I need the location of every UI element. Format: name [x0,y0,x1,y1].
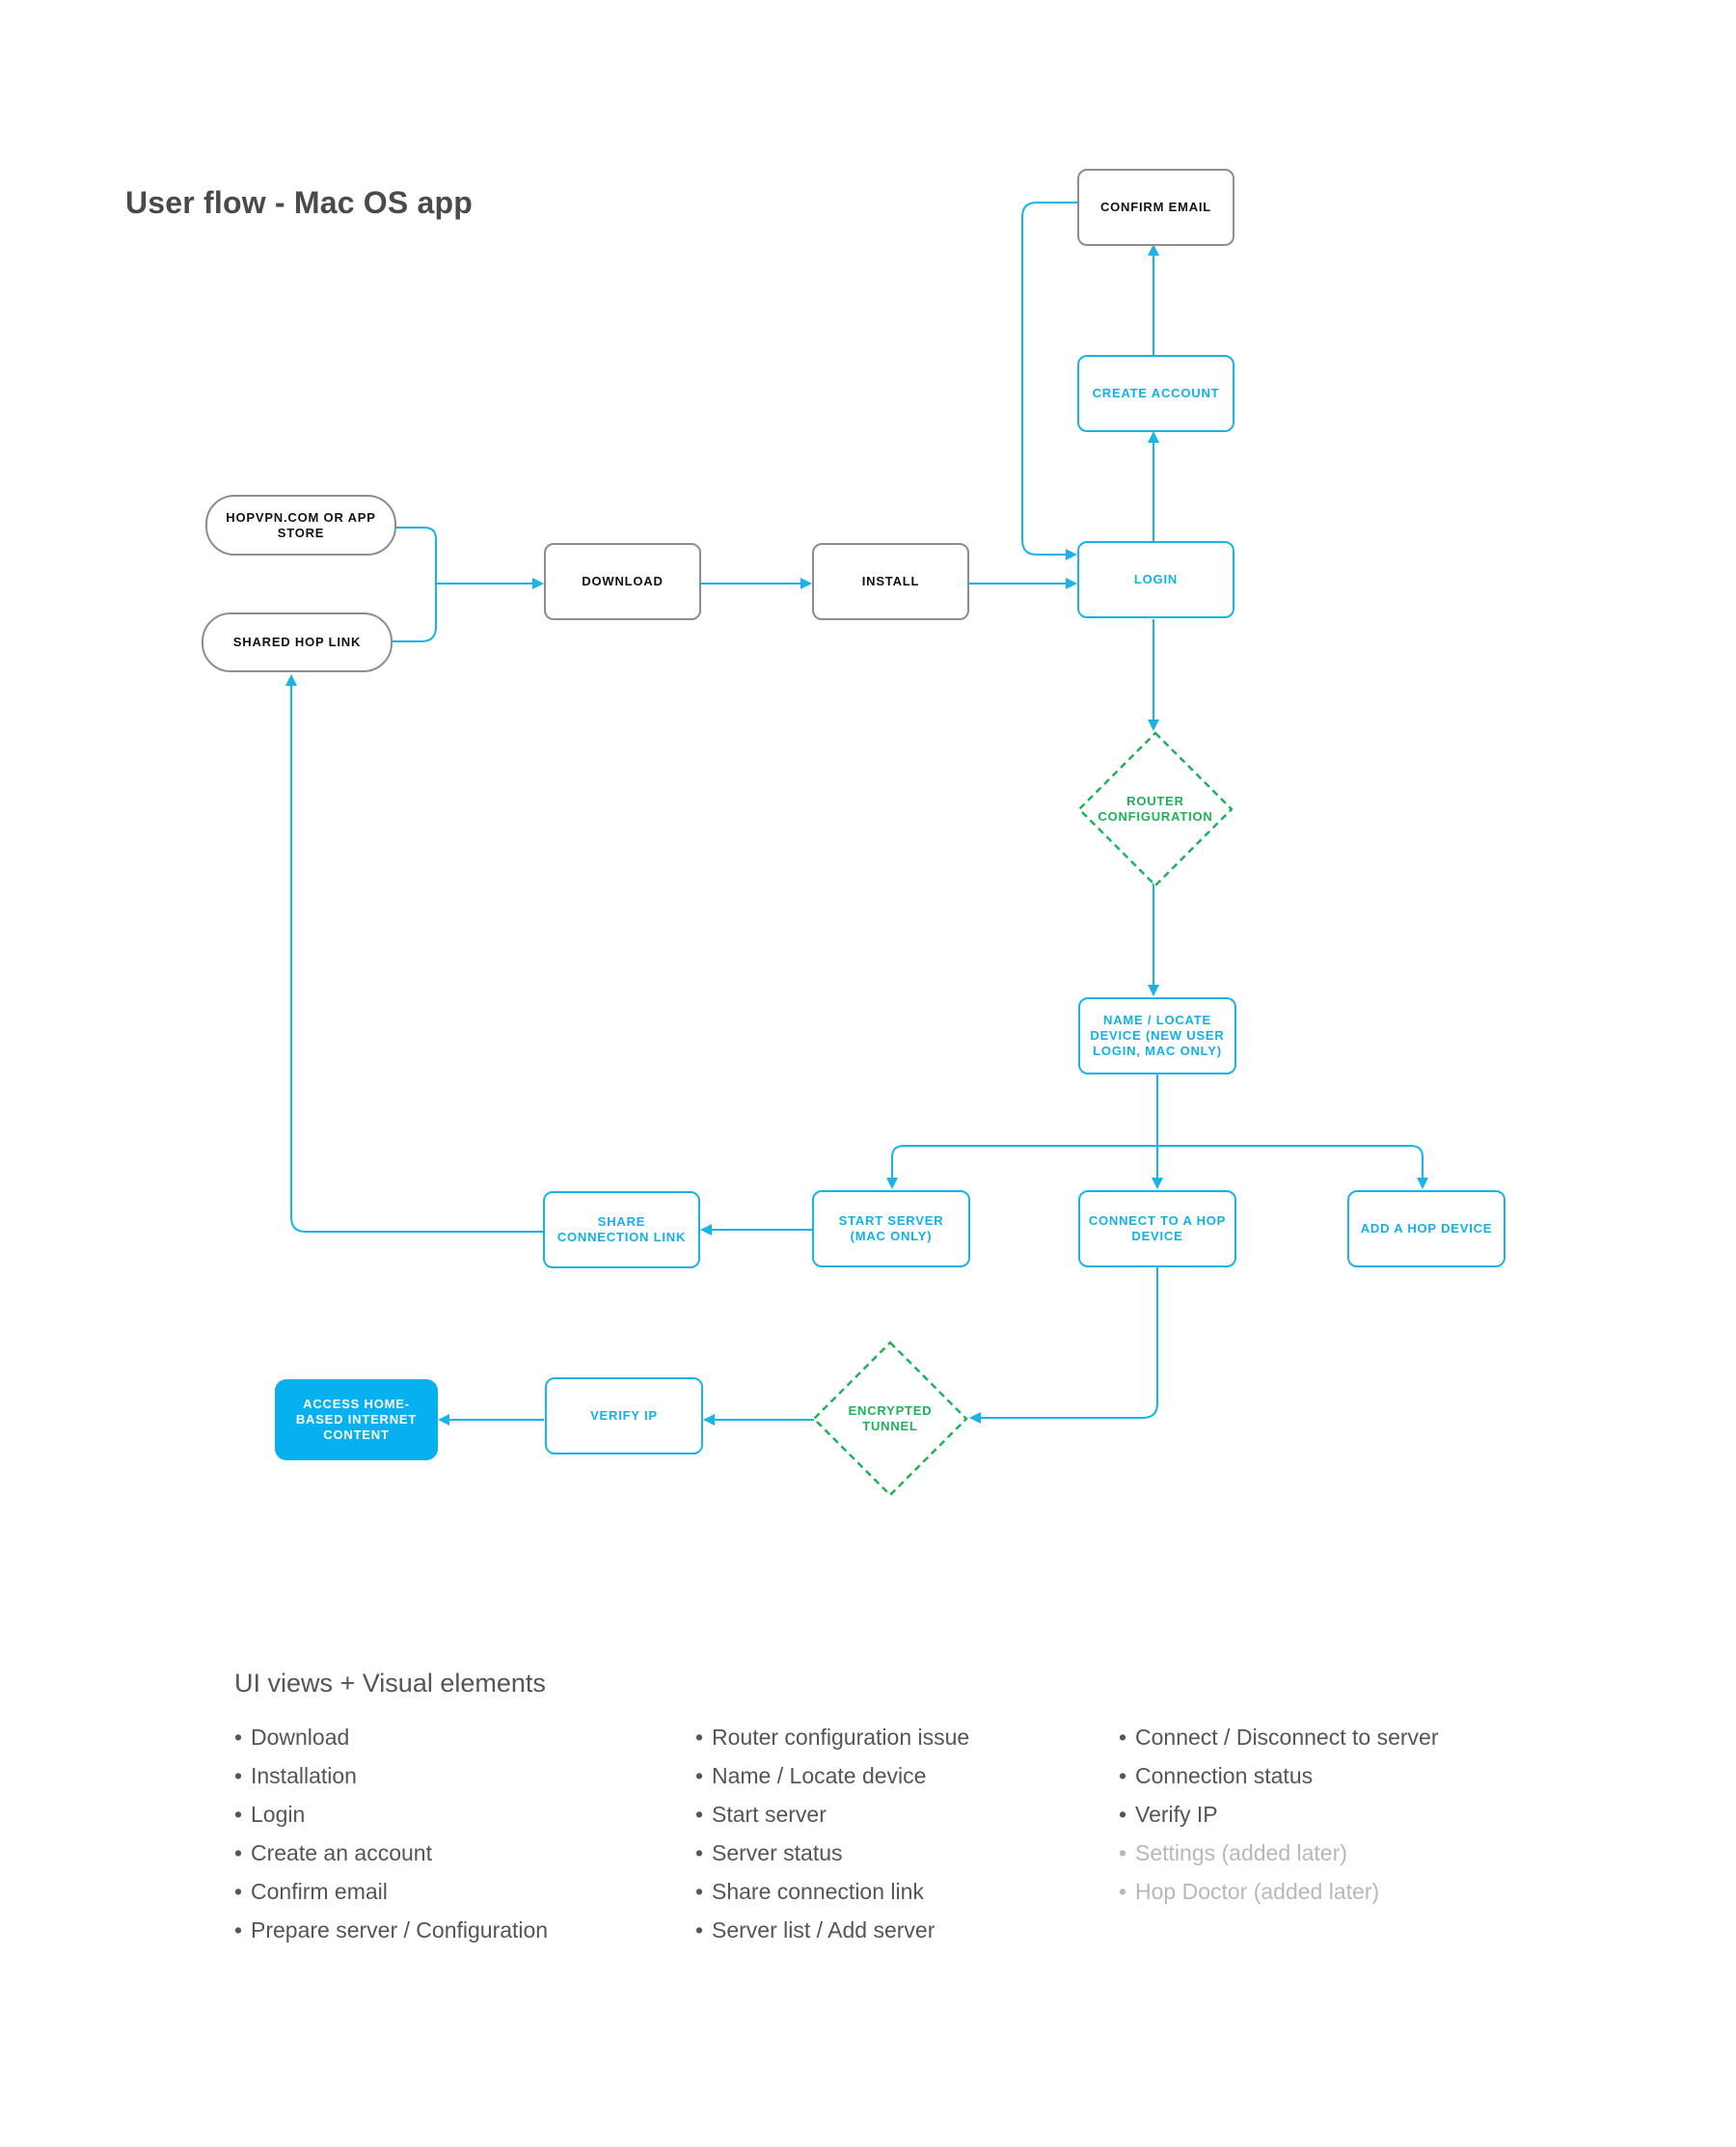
node-add-hop-device: ADD A HOP DEVICE [1347,1190,1505,1267]
bullet: • [234,1840,243,1865]
diamond-encrypted-tunnel [812,1341,968,1497]
bullet: • [234,1725,243,1750]
bullet: • [695,1802,704,1827]
bullet: • [234,1879,243,1904]
diamond-router-configuration [1077,731,1234,887]
bullet: • [1119,1763,1127,1788]
node-create-account: CREATE ACCOUNT [1077,355,1234,432]
list-item: •Start server [695,1802,827,1827]
list-item: •Connection status [1119,1763,1314,1788]
node-share-connection-link: SHARE CONNECTION LINK [543,1191,700,1268]
node-verify-ip: VERIFY IP [545,1377,703,1454]
page-title: User flow - Mac OS app [125,185,474,220]
views-column-3: •Connect / Disconnect to server •Connect… [1119,1723,1438,1916]
label-encrypted-tunnel: ENCRYPTED TUNNEL [848,1403,933,1433]
bullet: • [695,1879,704,1904]
bullet: • [695,1840,704,1865]
bullet: • [695,1763,704,1788]
list-item: •Connect / Disconnect to server [1119,1725,1439,1750]
views-column-2: •Router configuration issue •Name / Loca… [695,1723,969,1954]
list-item: •Verify IP [1119,1802,1218,1827]
bullet: • [1119,1840,1127,1865]
list-item: •Share connection link [695,1879,924,1904]
bullet: • [234,1763,243,1788]
list-item-muted: •Settings (added later) [1119,1840,1347,1865]
node-install: INSTALL [812,543,969,620]
views-column-1: •Download •Installation •Login •Create a… [234,1723,548,1954]
node-name-locate-device: NAME / LOCATE DEVICE (NEW USER LOGIN, MA… [1078,997,1236,1074]
views-section-title: UI views + Visual elements [234,1669,546,1698]
bullet: • [234,1802,243,1827]
list-item: •Name / Locate device [695,1763,927,1788]
list-item: •Create an account [234,1840,432,1865]
node-hopvpn-app-store: HOPVPN.COM OR APP STORE [205,495,396,556]
node-login: LOGIN [1077,541,1234,618]
node-access-home-content: ACCESS HOME-BASED INTERNET CONTENT [275,1379,438,1460]
list-item: •Confirm email [234,1879,388,1904]
bullet: • [695,1917,704,1943]
bullet: • [1119,1802,1127,1827]
bullet: • [695,1725,704,1750]
connector-connect-hop-tunnel [969,1267,1158,1424]
list-item: •Prepare server / Configuration [234,1917,549,1943]
list-item: •Router configuration issue [695,1725,970,1750]
node-start-server: START SERVER (MAC ONLY) [812,1190,970,1267]
connector-hopvpn-bracket [393,527,437,642]
list-item: •Login [234,1802,306,1827]
flow-connectors [285,202,1428,1497]
list-item: •Server status [695,1840,843,1865]
bullet: • [234,1917,243,1943]
list-item: •Server list / Add server [695,1917,936,1943]
list-item: •Installation [234,1763,357,1788]
bullet: • [1119,1879,1127,1904]
connector-share-to-shared-link [285,674,543,1233]
connector-confirm-email-loop [1021,202,1077,560]
node-download: DOWNLOAD [544,543,701,620]
node-shared-hop-link: SHARED HOP LINK [202,612,393,672]
list-item: •Download [234,1725,350,1750]
label-router-configuration: ROUTER CONFIGURATION [1098,794,1213,824]
node-confirm-email: CONFIRM EMAIL [1077,169,1234,246]
node-connect-hop-device: CONNECT TO A HOP DEVICE [1078,1190,1236,1267]
list-item-muted: •Hop Doctor (added later) [1119,1879,1380,1904]
bullet: • [1119,1725,1127,1750]
